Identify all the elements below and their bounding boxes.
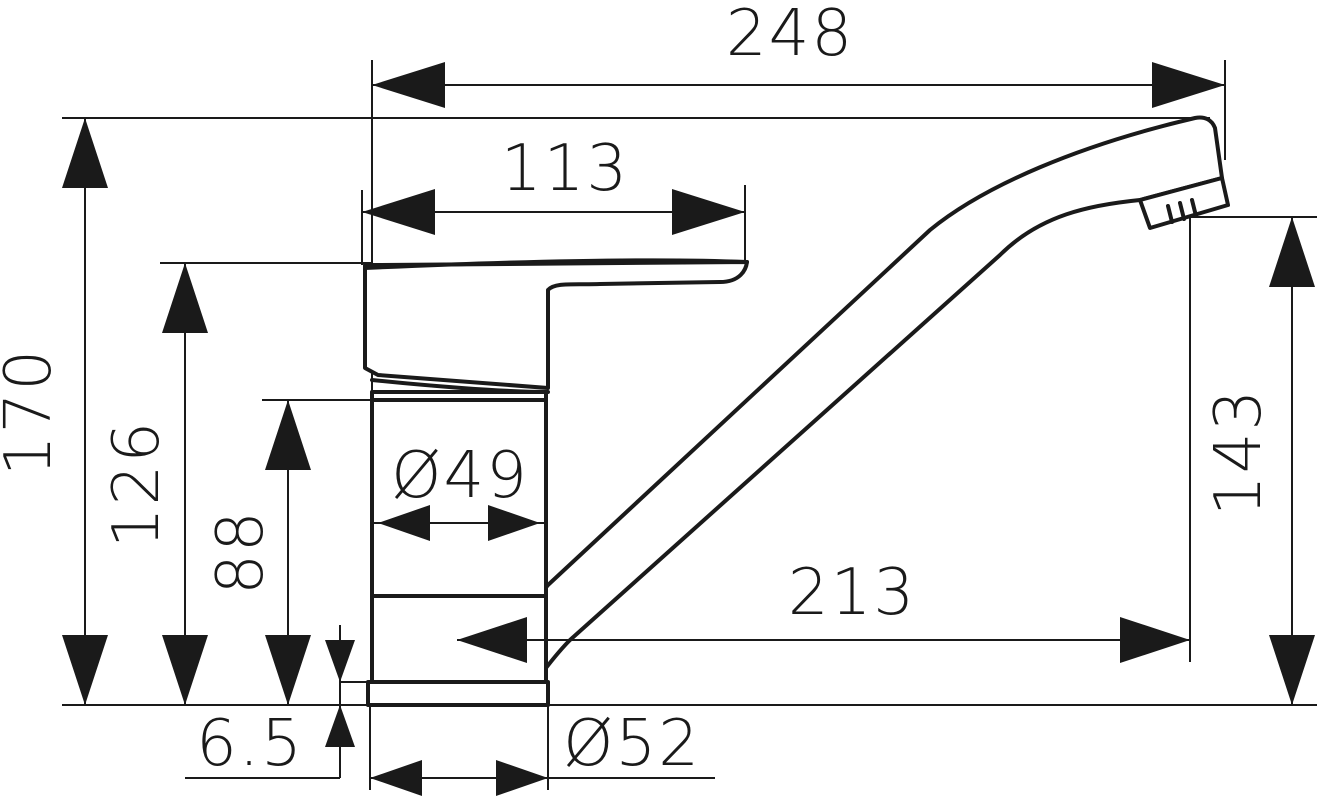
- dim-base-diameter: Ø52: [563, 707, 701, 781]
- dim-total-height: 170: [0, 348, 66, 476]
- base-plate: [366, 680, 550, 707]
- aerator: [1138, 176, 1230, 230]
- dim-outlet-height: 143: [1202, 388, 1276, 516]
- dim-lever-height: 126: [100, 420, 174, 548]
- dim-total-length: 248: [726, 0, 854, 71]
- dim-body-diameter: Ø49: [391, 439, 529, 513]
- dim-spout-reach: 213: [788, 556, 916, 630]
- dim-base-thickness: 6.5: [196, 707, 304, 781]
- dim-lever-length: 113: [501, 132, 629, 206]
- lever-handle: [363, 258, 749, 270]
- extension-lines: [62, 60, 1317, 790]
- faucet-outline: [363, 115, 1230, 707]
- dim-body-height: 88: [204, 509, 278, 594]
- lever-housing: [363, 260, 749, 390]
- dimension-labels: 248 113 170 126 88 143 213 Ø49 Ø52 6.5: [0, 0, 1276, 781]
- dimension-lines: [62, 62, 1315, 796]
